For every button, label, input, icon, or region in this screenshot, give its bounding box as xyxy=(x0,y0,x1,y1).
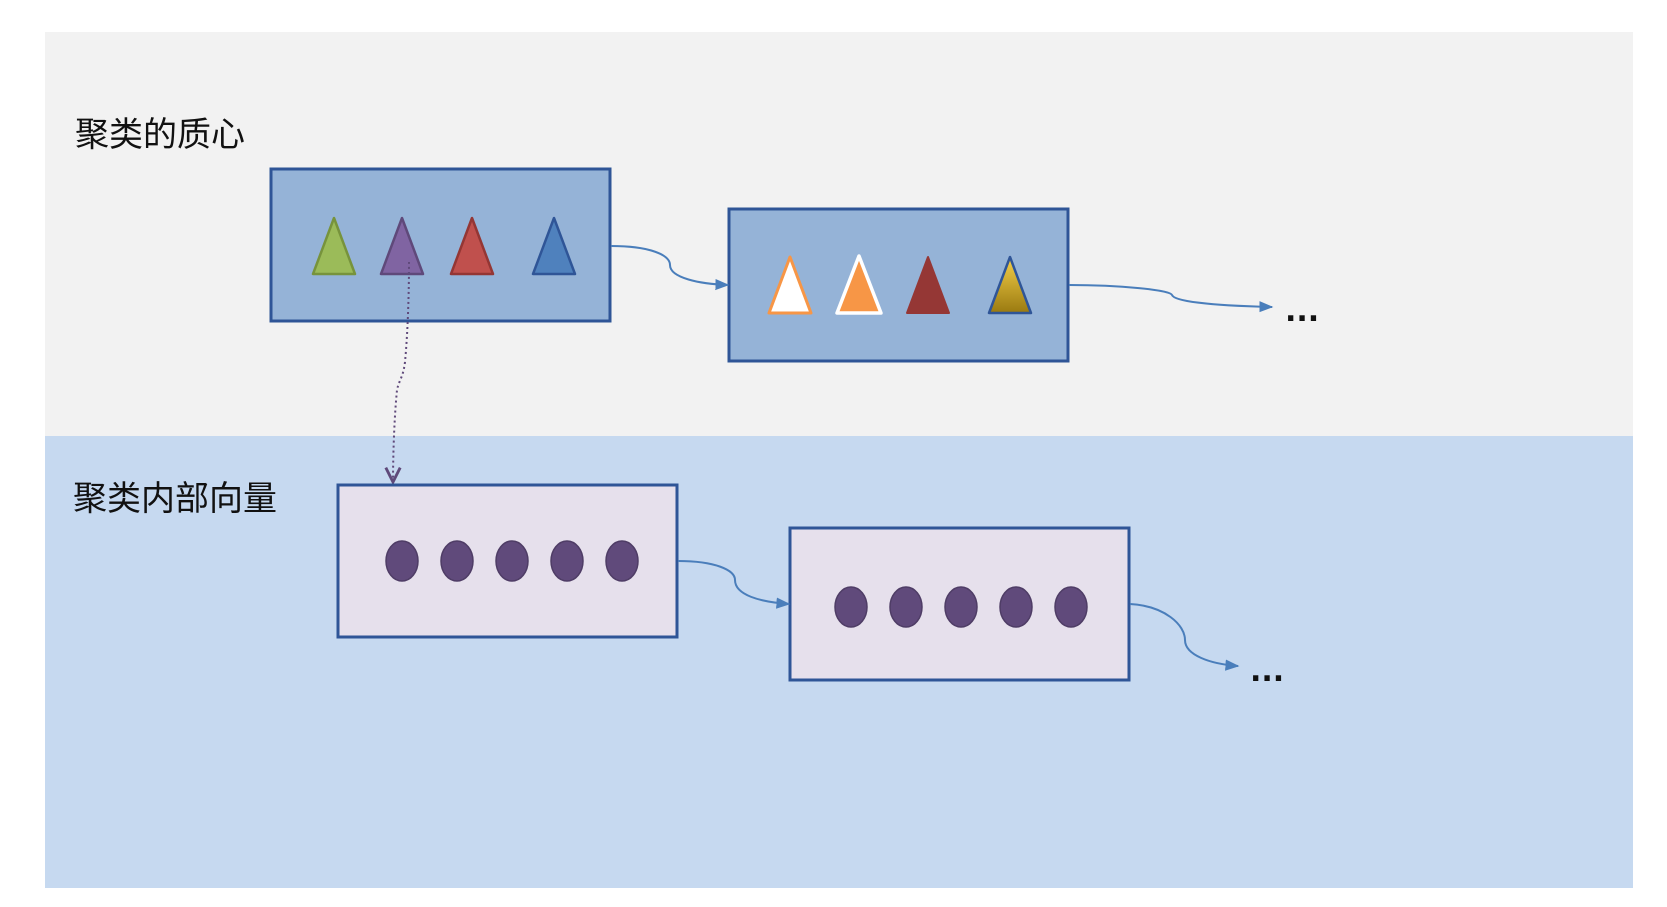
vector-block-1-dots xyxy=(385,540,639,582)
vector-dot-icon xyxy=(495,540,529,582)
vector-dot-icon xyxy=(605,540,639,582)
vector-continuation-ellipsis: ... xyxy=(1250,654,1284,689)
vector-block-1 xyxy=(336,483,679,639)
vector-dot-icon xyxy=(999,586,1033,628)
vector-link-arrow-1 xyxy=(677,560,791,609)
vector-dot-icon xyxy=(385,540,419,582)
triangle-green-icon xyxy=(311,216,357,276)
vector-block-2 xyxy=(788,526,1131,682)
centroid-continuation-ellipsis: ... xyxy=(1285,294,1319,329)
centroid-section-label: 聚类的质心 xyxy=(75,115,245,155)
centroid-link-arrow-2 xyxy=(1068,284,1274,313)
vector-dot-icon xyxy=(889,586,923,628)
centroid-to-vectors-pointer-arrow xyxy=(393,261,410,482)
triangle-white-orange-outline-icon xyxy=(767,255,813,315)
triangle-blue-icon xyxy=(531,216,577,276)
centroid-link-arrow-1 xyxy=(610,245,730,291)
vector-link-arrow-2 xyxy=(1129,603,1240,671)
triangle-darkred-icon xyxy=(906,256,950,314)
triangle-purple-icon xyxy=(379,216,425,276)
triangle-gold-icon xyxy=(987,255,1033,315)
vector-section-label: 聚类内部向量 xyxy=(73,479,277,519)
vector-dot-icon xyxy=(944,586,978,628)
centroid-block-1 xyxy=(269,167,612,323)
vector-dot-icon xyxy=(834,586,868,628)
triangle-orange-icon xyxy=(835,254,883,315)
vector-block-2-dots xyxy=(834,586,1088,628)
triangle-red-icon xyxy=(449,216,495,276)
vector-dot-icon xyxy=(1054,586,1088,628)
vector-dot-icon xyxy=(440,540,474,582)
vector-dot-icon xyxy=(550,540,584,582)
centroid-block-2 xyxy=(727,207,1070,363)
